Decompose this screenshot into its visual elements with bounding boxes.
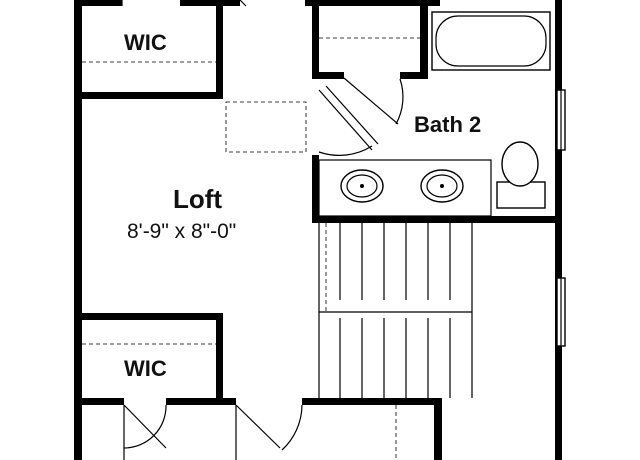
stairs — [318, 223, 473, 398]
dashed-lines — [82, 37, 420, 460]
bath-fixtures — [318, 11, 551, 217]
bath2-label: Bath 2 — [414, 112, 482, 137]
wic-bottom-label: WIC — [124, 356, 167, 381]
windows — [556, 89, 566, 347]
walls — [74, 0, 562, 460]
loft-label: Loft — [173, 184, 223, 214]
loft-dimensions: 8'-9" x 8"-0" — [127, 220, 237, 243]
wic-top-label: WIC — [124, 30, 167, 55]
doors — [121, 0, 404, 460]
